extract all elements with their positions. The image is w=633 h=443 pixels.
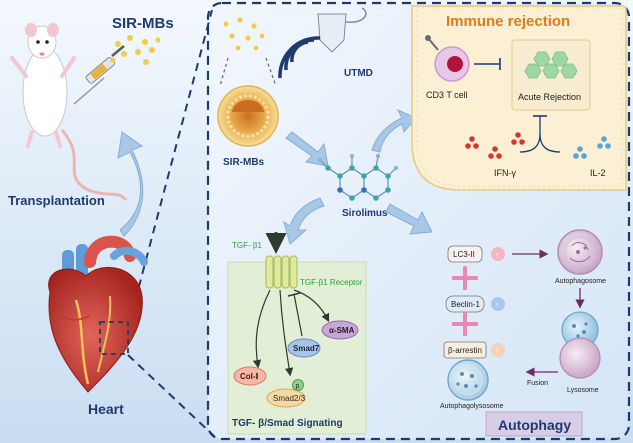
lc3-up-badge xyxy=(491,247,505,261)
arrow-to-immune xyxy=(371,108,417,153)
cd3-label: CD3 T cell xyxy=(426,90,468,100)
phospho-badge xyxy=(292,379,304,391)
transplantation-label: Transplantation xyxy=(8,193,105,208)
autophagy-badge xyxy=(485,411,583,437)
autophagolysosome-icon xyxy=(447,359,489,401)
plus-icon-1 xyxy=(452,266,478,290)
asma-node xyxy=(321,320,359,340)
tgf-title: TGF- β/Smad Signating xyxy=(232,418,343,429)
il2-label: IL-2 xyxy=(590,168,606,178)
cd3-tcell-icon xyxy=(425,35,470,82)
arrestin-label: β-arrestin xyxy=(448,346,482,355)
smad7-inhibit-bar xyxy=(287,292,301,297)
lysosome-icon xyxy=(559,311,601,379)
transplant-arrow xyxy=(117,131,144,237)
smad7-node xyxy=(287,338,321,358)
arrow-to-asma xyxy=(293,289,330,323)
autophagolysosome-label: Autophagolysosome xyxy=(440,403,504,410)
utmd-label: UTMD xyxy=(344,68,373,79)
tgf-receptor-label: TGF-β1 Receptor xyxy=(300,278,363,287)
arrestin-up-arrow: ↑ xyxy=(495,346,500,356)
arrestin-up-badge xyxy=(491,343,505,357)
autophagosome-label: Autophagosome xyxy=(555,278,606,285)
tgf-ligand-label: TGF- β1 xyxy=(232,241,262,250)
zoom-line-bottom xyxy=(127,354,215,437)
tgf-receptor-icon xyxy=(265,255,298,289)
autophagy-title: Autophagy xyxy=(498,417,571,433)
smad7-inhibit-line xyxy=(293,293,303,337)
lc3-box xyxy=(447,245,483,263)
autophagosome-icon xyxy=(557,229,603,275)
lysosome-label: Lysosome xyxy=(567,387,599,394)
microbubble-icon xyxy=(217,85,279,147)
lc3-up-arrow: ↑ xyxy=(495,250,500,260)
arrow-to-tgf xyxy=(283,197,325,245)
cytokine-inhibit-line xyxy=(519,116,561,153)
fusion-label: Fusion xyxy=(527,380,548,387)
heart-illustration xyxy=(48,235,148,393)
il2-dots xyxy=(573,136,611,159)
acute-hexagons xyxy=(524,51,578,79)
beclin-up-badge xyxy=(491,297,505,311)
arrestin-box xyxy=(443,341,487,359)
phospho-label: p xyxy=(296,383,300,390)
arrow-to-smad23 xyxy=(279,289,294,377)
beclin-label: Beclin-1 xyxy=(451,300,480,309)
ifn-label: IFN-γ xyxy=(494,168,516,178)
heart-label: Heart xyxy=(88,401,124,417)
rat-illustration xyxy=(10,23,128,202)
arrow-mb-to-sirolimus xyxy=(285,131,329,167)
smad7-label: Smad7 xyxy=(293,344,320,353)
plus-icon-2 xyxy=(452,312,478,336)
col-label: Col-Ⅰ xyxy=(240,372,259,381)
microbubble-dots xyxy=(110,35,161,65)
ifn-dots xyxy=(465,132,525,159)
sirmbs-title: SIR-MBs xyxy=(112,15,174,32)
arrow-to-autophagy xyxy=(385,203,433,235)
mb-zoom-lines xyxy=(219,57,277,87)
beclin-up-arrow: ↑ xyxy=(495,300,500,310)
lc3-label: LC3-II xyxy=(453,250,475,259)
smad23-label: Smad2/3 xyxy=(273,394,306,403)
immune-title: Immune rejection xyxy=(446,13,570,30)
mb-dots-center xyxy=(223,17,265,51)
acute-rejection-label: Acute Rejection xyxy=(518,92,581,102)
sirmbs-center-label: SIR-MBs xyxy=(223,157,265,168)
ultrasound-probe-icon xyxy=(278,7,367,79)
sirolimus-molecule-icon xyxy=(317,153,399,201)
immune-panel-inner xyxy=(416,7,623,187)
arrow-to-col xyxy=(252,289,271,369)
sirolimus-label: Sirolimus xyxy=(342,208,388,219)
asma-label: α-SMA xyxy=(329,326,355,335)
col-node xyxy=(233,366,267,386)
smad23-node xyxy=(266,388,306,408)
